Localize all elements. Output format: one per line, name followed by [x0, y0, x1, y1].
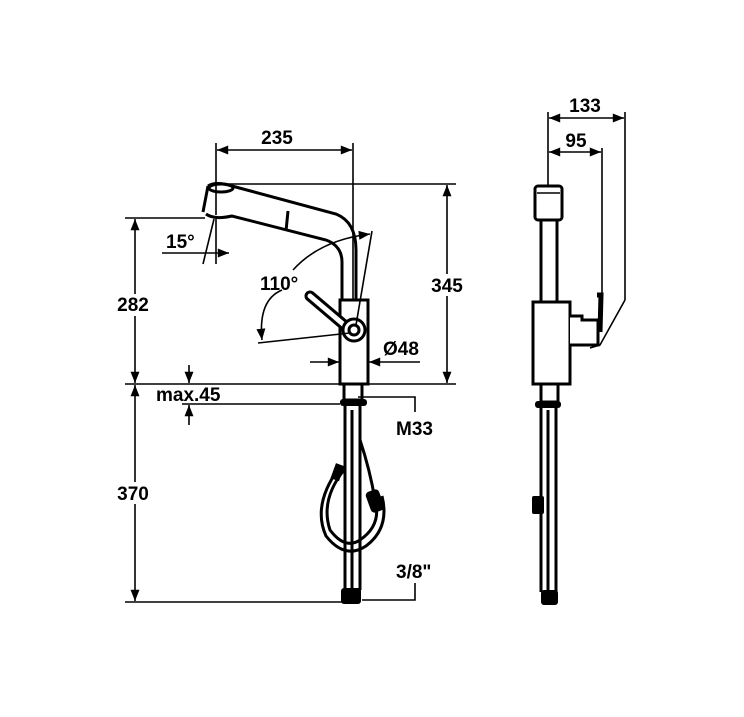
dim-spout-angle-label: 15° [166, 232, 195, 253]
supply-hoses [319, 406, 386, 604]
dim-thread-label: M33 [396, 419, 433, 440]
dim-total-height-label: 345 [431, 276, 463, 297]
dim-reach-label: 235 [261, 128, 293, 149]
front-view: 235 345 282 370 15° 110° Ø48 [114, 128, 466, 604]
faucet-body [201, 182, 370, 406]
dim-body-diameter-label: Ø48 [383, 339, 419, 360]
side-view: 133 95 [531, 96, 626, 605]
dim-counter-thickness-label: max.45 [156, 385, 221, 406]
dim-lever-depth-label: 133 [569, 96, 601, 117]
dim-outlet-height-label: 282 [117, 295, 149, 316]
dim-below-counter-label: 370 [117, 484, 149, 505]
dim-body-depth-label: 95 [565, 131, 587, 152]
faucet-side-body [531, 184, 626, 605]
dim-connection-label: 3/8" [396, 562, 431, 583]
dim-swivel-angle-label: 110° [260, 274, 298, 295]
